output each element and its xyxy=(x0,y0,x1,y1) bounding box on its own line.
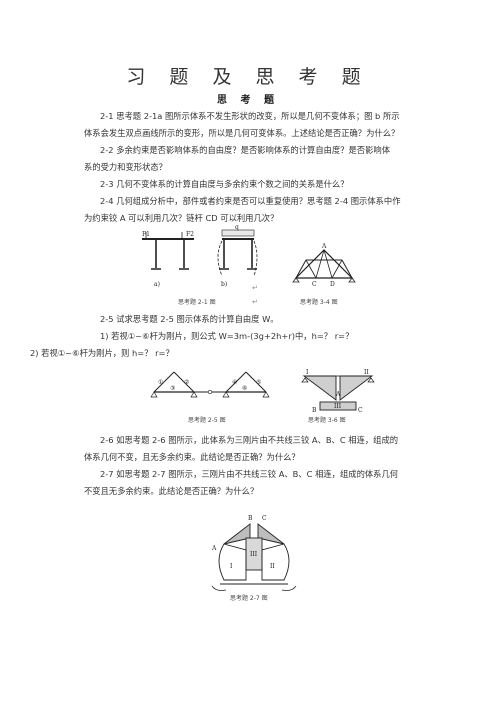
label-ii: II xyxy=(270,563,275,570)
page-title: 习 题 及 思 考 题 xyxy=(126,66,370,88)
caption-2-6: 思考题 3-6 图 xyxy=(308,416,346,424)
caption-2-7: 思考题 2-7 图 xyxy=(230,594,268,602)
label-d: D xyxy=(330,281,335,288)
paragraph-2-4-line1: 2-4 几何组成分析中，部件或者约束是否可以重复使用？思考题 2-4 图示体系中… xyxy=(100,196,401,206)
paragraph-2-5-q2: 2) 若视①~⑥杆为刚片，则 h=？ r=？ xyxy=(30,348,174,358)
paragraph-2-2-line2: 系的受力和变形状态？ xyxy=(84,162,167,172)
label-i: I xyxy=(306,369,309,376)
label-f1: F1 xyxy=(142,231,150,238)
label-5: ⑤ xyxy=(256,379,261,386)
caption-2-1: 思考题 2-1 图 xyxy=(178,298,216,306)
label-3: ③ xyxy=(170,385,175,392)
figure-2-6: I II III A B C 思考题 3-6 图 xyxy=(300,366,376,428)
label-b: B xyxy=(312,407,317,414)
figure-2-1: F1 F2 a) q b) 思考题 2-1 图 xyxy=(136,224,266,308)
paragraph-mark: ↵ xyxy=(252,298,258,306)
label-c: C xyxy=(262,515,267,522)
label-iii: III xyxy=(250,551,258,558)
paragraph-2-3: 2-3 几何不变体系的计算自由度与多余约束个数之间的关系是什么？ xyxy=(100,179,349,189)
paragraph-2-4-line2: 为约束铰 A 可以利用几次？链杆 CD 可以利用几次？ xyxy=(84,213,279,223)
label-4: ④ xyxy=(232,379,237,386)
paragraph-mark: ↵ xyxy=(252,284,258,292)
paragraph-2-1-line2: 体系会发生双点画线所示的变形，所以是几何可变体系。上述结论是否正确？为什么？ xyxy=(84,128,400,138)
section-title: 思 考 题 xyxy=(217,95,279,106)
label-iii: III xyxy=(334,403,342,410)
label-1: ① xyxy=(158,379,163,386)
label-b: b) xyxy=(221,281,227,288)
label-ii: II xyxy=(364,369,369,376)
label-6: ⑥ xyxy=(242,385,247,392)
label-a: A xyxy=(321,243,327,250)
label-a: a) xyxy=(154,281,160,288)
paragraph-2-7-line2: 不变且无多余约束。此结论是否正确？为什么？ xyxy=(84,486,259,496)
label-c: C xyxy=(312,281,317,288)
paragraph-2-5-q1: 1) 若视①~⑥杆为刚片，则公式 W=3m-(3g+2h+r)中，h=？ r=？ xyxy=(100,331,354,341)
figure-2-7: B C A I III II 思考题 2-7 图 xyxy=(206,510,302,606)
paragraph-2-7-line1: 2-7 如思考题 2-7 图所示，三刚片由不共线三铰 A、B、C 相连，组成的体… xyxy=(100,469,399,479)
label-i: I xyxy=(230,563,233,570)
figure-2-4: A C D 思考题 3-4 图 xyxy=(288,238,360,308)
label-c: C xyxy=(358,407,363,414)
caption-2-5: 思考题 2-5 图 xyxy=(188,416,226,424)
paragraph-2-6-line2: 体系几何不变，且无多余约束。此结论是否正确？为什么？ xyxy=(84,452,300,462)
paragraph-2-2-line1: 2-2 多余约束是否影响体系的自由度？是否影响体系的计算自由度？是否影响体 xyxy=(100,145,390,155)
paragraph-2-6-line1: 2-6 如思考题 2-6 图所示，此体系为三刚片由不共线三铰 A、B、C 相连，… xyxy=(100,435,399,445)
figure-2-5: ① ② ③ ④ ⑤ ⑥ 思考题 2-5 图 xyxy=(148,366,272,428)
label-a: A xyxy=(335,391,341,398)
paragraph-2-1-line1: 2-1 思考题 2-1a 图所示体系不发生形状的改变，所以是几何不变体系；图 b… xyxy=(100,111,400,121)
label-b: B xyxy=(248,515,253,522)
label-f2: F2 xyxy=(186,231,194,238)
label-2: ② xyxy=(184,379,189,386)
label-a: A xyxy=(211,545,217,552)
label-q: q xyxy=(235,224,239,231)
paragraph-2-5: 2-5 试求思考题 2-5 图示体系的计算自由度 W。 xyxy=(100,314,279,324)
caption-2-4: 思考题 3-4 图 xyxy=(300,298,338,306)
